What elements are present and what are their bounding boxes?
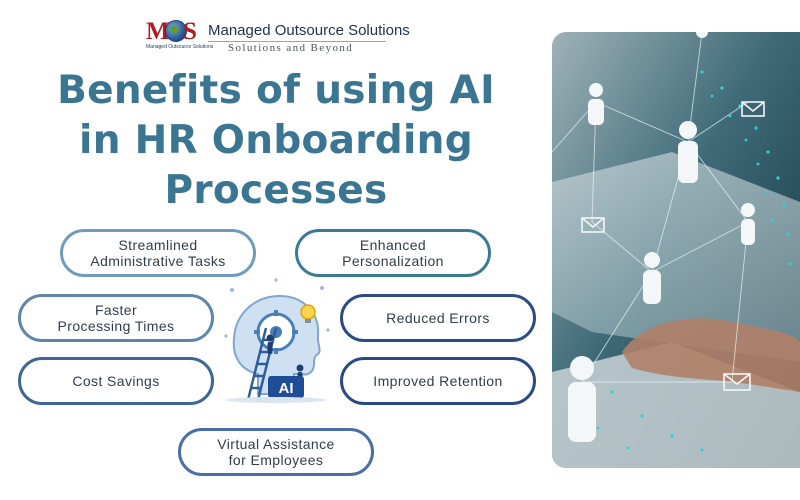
- page-title: Benefits of using AI in HR Onboarding Pr…: [20, 66, 532, 216]
- benefit-label-line-2: Administrative Tasks: [90, 253, 226, 269]
- sparkle-icon: [224, 278, 330, 338]
- logo-mark: M S Managed Outsource Solutions: [146, 18, 213, 54]
- lightbulb-icon: [300, 304, 316, 323]
- benefit-faster-processing-times: Faster Processing Times: [18, 294, 214, 342]
- benefit-label-line-1: Enhanced: [359, 237, 427, 253]
- logo-tagline: Solutions and Beyond: [228, 42, 354, 54]
- benefit-improved-retention: Improved Retention: [340, 357, 536, 405]
- person-icon: [568, 32, 755, 442]
- logo-small-text: Managed Outsource Solutions: [146, 44, 214, 50]
- ai-head-illustration: AI: [224, 278, 330, 403]
- logo-letter-m: M: [146, 18, 170, 45]
- benefit-label-line-1: Streamlined: [118, 237, 198, 253]
- benefit-label: Improved Retention: [373, 373, 503, 389]
- benefit-label-line-2: Personalization: [342, 253, 444, 269]
- benefit-cost-savings: Cost Savings: [18, 357, 214, 405]
- person-icon: [266, 334, 304, 386]
- gear-teeth: [254, 310, 298, 354]
- globe-icon: [165, 20, 187, 42]
- company-logo: M S Managed Outsource Solutions Managed …: [146, 18, 410, 54]
- benefit-streamlined-administrative-tasks: Streamlined Administrative Tasks: [60, 229, 256, 277]
- benefit-label-line-1: Virtual Assistance: [217, 436, 335, 452]
- title-line-3: Processes: [164, 168, 388, 213]
- network-laptop-photo: [552, 32, 800, 468]
- logo-letter-s: S: [183, 18, 197, 45]
- benefit-reduced-errors: Reduced Errors: [340, 294, 536, 342]
- benefit-enhanced-personalization: Enhanced Personalization: [295, 229, 491, 277]
- benefit-label-line-1: Faster: [94, 302, 138, 318]
- title-line-2: in HR Onboarding: [79, 118, 473, 163]
- laptop-screen: [552, 152, 800, 362]
- benefit-label: Cost Savings: [72, 373, 160, 389]
- hand-shape: [622, 318, 800, 392]
- illustration-base: [226, 397, 326, 403]
- ai-badge-label: AI: [279, 380, 294, 397]
- benefit-label: Reduced Errors: [386, 310, 490, 326]
- ladder-icon: [246, 327, 278, 401]
- title-line-1: Benefits of using AI: [57, 68, 495, 113]
- envelope-icon: [581, 101, 765, 391]
- ai-badge: [268, 376, 304, 398]
- benefit-label-line-2: Processing Times: [57, 318, 175, 334]
- benefit-virtual-assistance: Virtual Assistance for Employees: [178, 428, 374, 476]
- logo-company-name: Managed Outsource Solutions: [208, 22, 410, 39]
- network-lines: [552, 32, 749, 383]
- logo-divider: [208, 41, 386, 42]
- benefit-label-line-2: for Employees: [228, 452, 324, 468]
